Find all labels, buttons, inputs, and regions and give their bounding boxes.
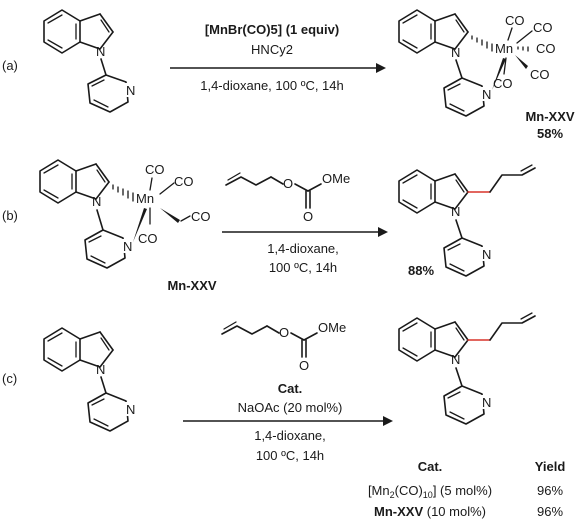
reactant-a-pyridylindole: N N	[43, 9, 139, 113]
atom-OMe-c: OMe	[318, 320, 346, 335]
atom-N-indole-pc: N	[451, 352, 460, 367]
product-a-name: Mn-XXV	[525, 109, 574, 124]
table-header-yield: Yield	[535, 459, 566, 474]
product-c-allylindole: N N	[398, 312, 536, 425]
atom-N-indole-b: N	[92, 194, 101, 209]
reactant-c-pyridylindole: N N	[43, 327, 139, 432]
co-ligand-b2: CO	[174, 174, 194, 189]
reactant-b-mn-complex: N Mn N CO CO CO	[39, 159, 211, 269]
conditions-b-temp: 100 ºC, 14h	[269, 260, 337, 275]
atom-OMe-b: OMe	[322, 171, 350, 186]
row-a: (a) N N [MnB	[2, 9, 575, 141]
atom-N-pyridine-b: N	[123, 239, 132, 254]
table-row-2-cat: Mn-XXV (10 mol%)	[374, 504, 486, 519]
conditions-c-additive: NaOAc (20 mol%)	[238, 400, 343, 415]
atom-O-carbonyl-b: O	[303, 209, 313, 224]
atom-N-pyridine-a: N	[126, 83, 135, 98]
co-ligand-a1: CO	[505, 13, 525, 28]
row-b: (b) N Mn	[2, 159, 536, 293]
co-ligand-b1: CO	[145, 162, 165, 177]
table-header-cat: Cat.	[418, 459, 443, 474]
atom-N-indole-c: N	[96, 362, 105, 377]
reagent-c-allyl-carbonate: O OMe O	[221, 320, 346, 373]
atom-N-pyridine-pb: N	[482, 247, 491, 262]
co-ligand-a4: CO	[530, 67, 550, 82]
results-table: Cat. Yield [Mn2(CO)10] (5 mol%) 96% Mn-X…	[368, 459, 565, 519]
reagent-b-allyl-carbonate: O OMe O	[225, 171, 350, 224]
arrow-a	[170, 63, 386, 73]
conditions-c-solvent: 1,4-dioxane,	[254, 428, 326, 443]
table-row-1-yield: 96%	[537, 483, 563, 498]
atom-Mn-b: Mn	[136, 191, 154, 206]
reagent-a-amine: HNCy2	[251, 42, 293, 57]
label-a: (a)	[2, 58, 18, 73]
conditions-c-temp: 100 ºC, 14h	[256, 448, 324, 463]
product-a-mn-complex: N Mn N CO CO	[398, 9, 556, 117]
label-c: (c)	[2, 371, 17, 386]
label-b: (b)	[2, 208, 18, 223]
complex-b-name: Mn-XXV	[167, 278, 216, 293]
atom-N-indole-pb: N	[451, 204, 460, 219]
atom-N-indole-a: N	[96, 44, 105, 59]
conditions-a: 1,4-dioxane, 100 ºC, 14h	[200, 78, 344, 93]
atom-O-ester-c: O	[279, 325, 289, 340]
atom-N-pyridine-c: N	[126, 402, 135, 417]
atom-N-pyridine-pc: N	[482, 395, 491, 410]
table-row-2-yield: 96%	[537, 504, 563, 519]
product-b-allylindole: N N	[398, 164, 536, 277]
co-ligand-a2: CO	[533, 20, 553, 35]
conditions-c-catalyst: Cat.	[278, 381, 303, 396]
atom-N-pyridine-pa: N	[482, 87, 491, 102]
co-ligand-b4: CO	[191, 209, 211, 224]
conditions-b-solvent: 1,4-dioxane,	[267, 241, 339, 256]
row-c: (c) N N O OMe	[2, 312, 565, 519]
atom-Mn-a: Mn	[495, 41, 513, 56]
atom-O-carbonyl-c: O	[299, 358, 309, 373]
table-row-1-cat: [Mn2(CO)10] (5 mol%)	[368, 483, 492, 500]
co-ligand-a3: CO	[536, 41, 556, 56]
reagent-a-mnbr: [MnBr(CO)5] (1 equiv)	[205, 22, 339, 37]
atom-N-indole-pa: N	[451, 45, 460, 60]
arrow-b	[222, 227, 388, 237]
product-b-yield: 88%	[408, 263, 434, 278]
arrow-c	[183, 416, 393, 426]
co-ligand-a5: CO	[493, 76, 513, 91]
product-a-yield: 58%	[537, 126, 563, 141]
atom-O-ester-b: O	[283, 176, 293, 191]
co-ligand-b3: CO	[138, 231, 158, 246]
